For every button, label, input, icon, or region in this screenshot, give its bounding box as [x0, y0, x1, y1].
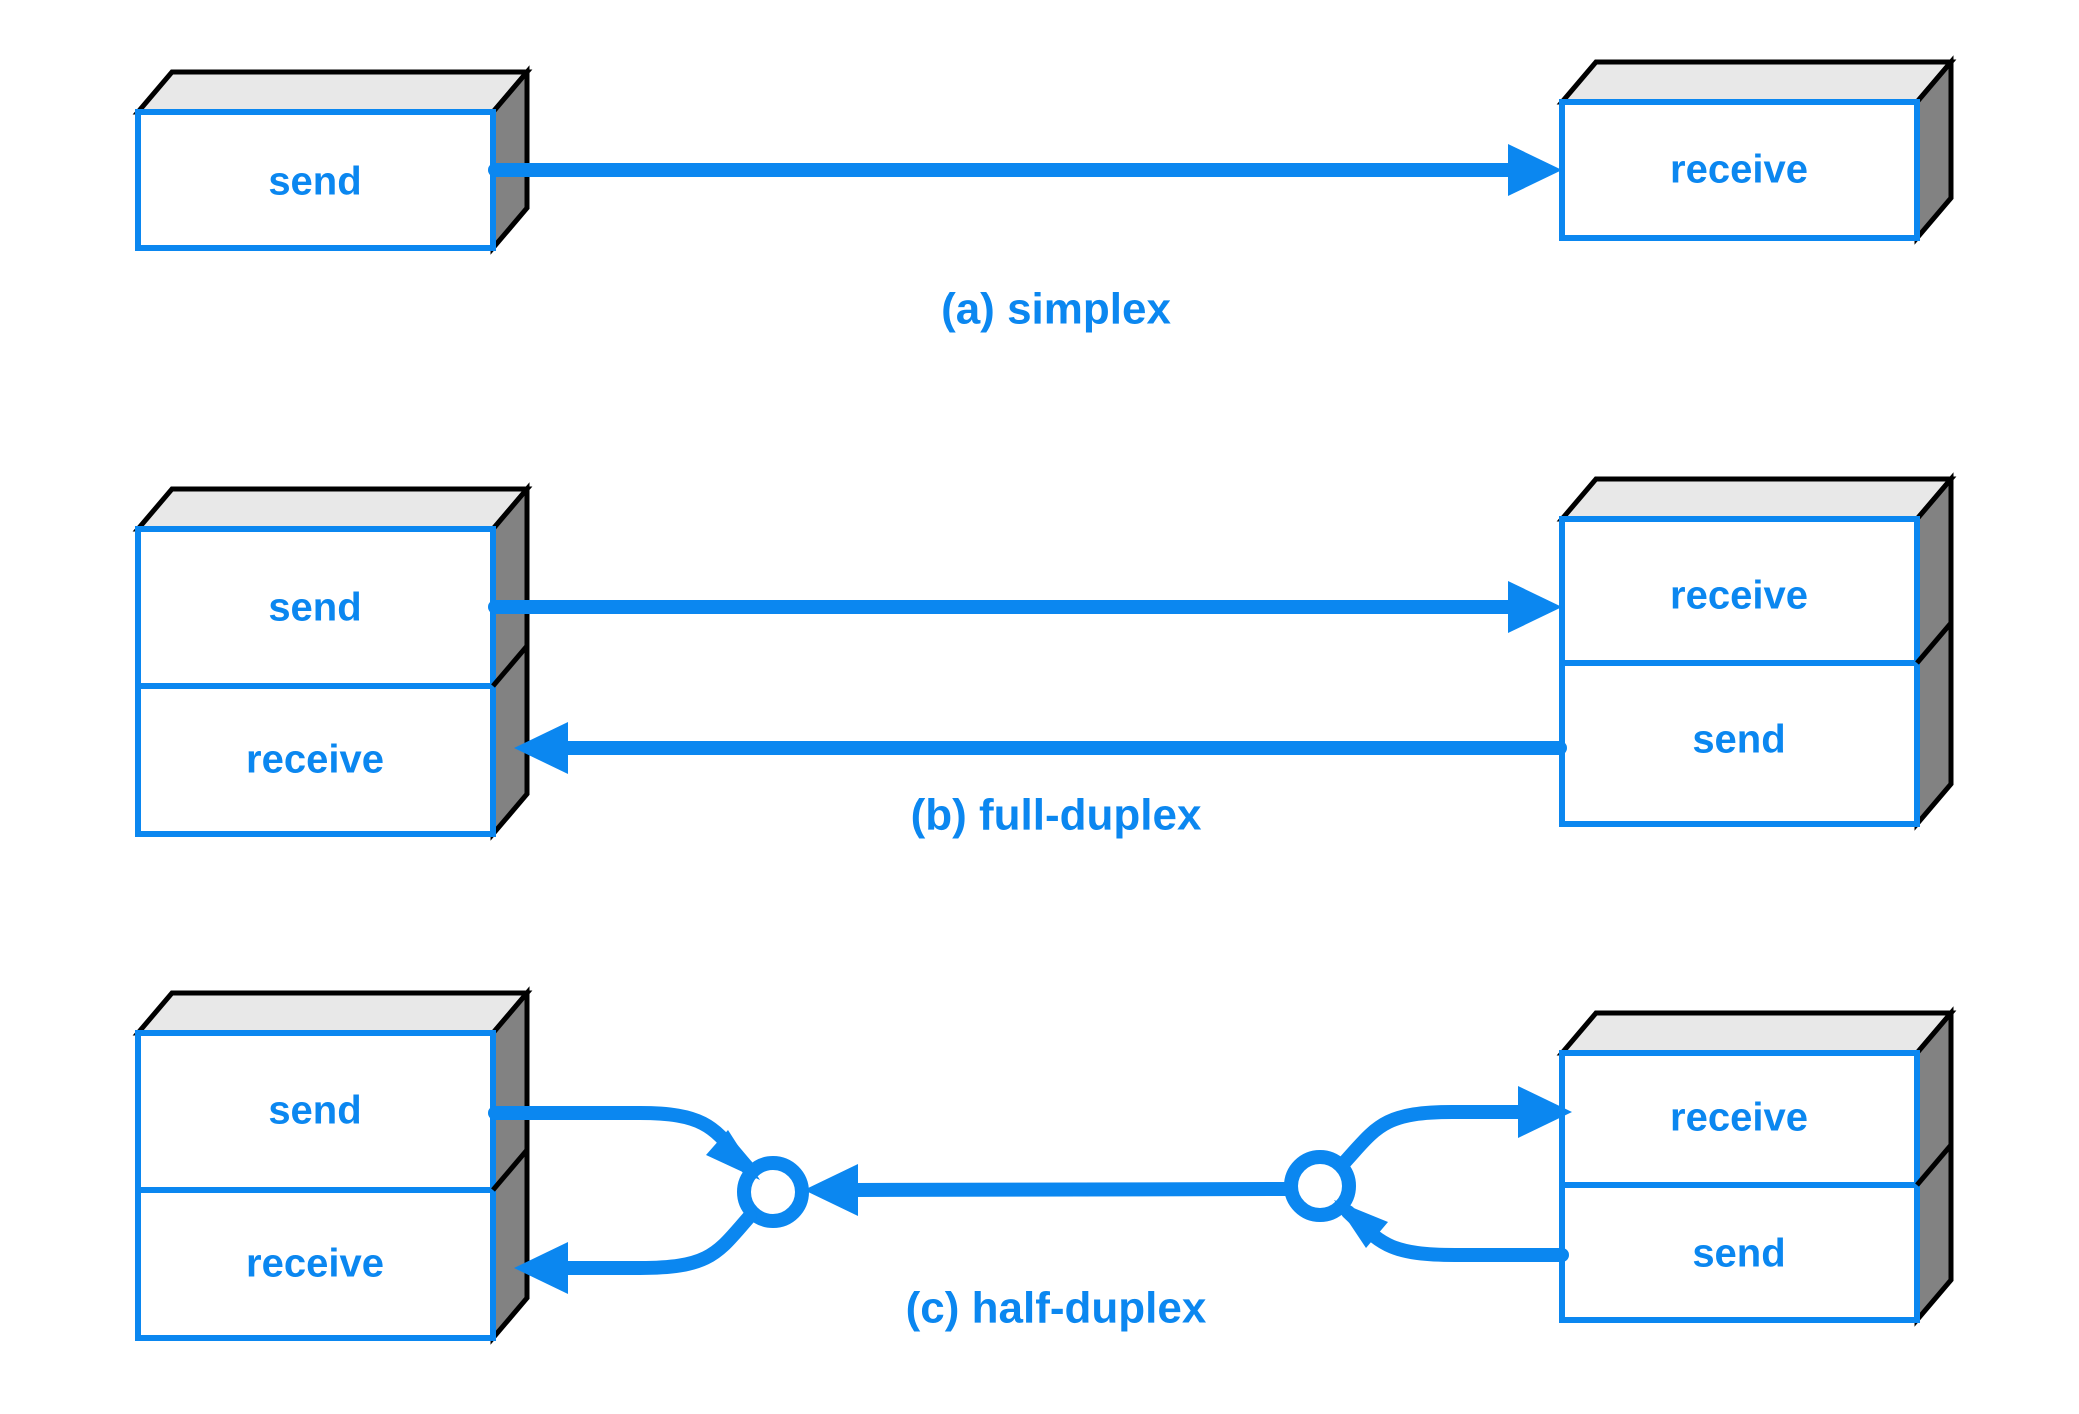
box-side-face — [490, 482, 530, 841]
link-junction-to-left-receive — [514, 1209, 757, 1294]
box-front-face — [135, 109, 496, 251]
arrow-head-icon — [1518, 1086, 1572, 1138]
box-top-face — [1556, 476, 1957, 522]
left-device-simplex[interactable]: send — [132, 65, 533, 255]
box-top-face — [132, 990, 533, 1036]
box-front-face — [135, 1030, 496, 1341]
compartment-divider-side — [491, 1148, 529, 1192]
arrow-head-icon — [514, 1242, 568, 1294]
arrow-head-icon — [804, 1164, 858, 1216]
caption-full-duplex: (b) full-duplex — [911, 791, 1202, 840]
right-device-half-duplex[interactable]: receive send — [1556, 1006, 1957, 1327]
box-top-face — [132, 69, 533, 115]
compartment-label-send: send — [1692, 718, 1785, 762]
link-shaft — [854, 1182, 1292, 1197]
box-top-face — [1556, 1010, 1957, 1056]
left-junction-node[interactable] — [737, 1156, 809, 1228]
left-device-full-duplex[interactable]: send receive — [132, 482, 533, 841]
box-front-face — [1559, 516, 1920, 827]
box-front-face — [135, 526, 496, 837]
box-front-face — [1559, 99, 1920, 241]
link-shaft — [1336, 1105, 1535, 1171]
link-right-send-to-junction — [1334, 1200, 1569, 1262]
link-right-junction-to-left-junction — [804, 1164, 1292, 1216]
panel-simplex: send receive (a) simplex — [132, 55, 1957, 334]
compartment-label-receive: receive — [1670, 1096, 1808, 1140]
compartment-divider-side — [1915, 621, 1953, 665]
caption-simplex: (a) simplex — [941, 285, 1171, 334]
right-device-full-duplex[interactable]: receive send — [1556, 472, 1957, 831]
compartment-label-receive: receive — [246, 738, 384, 782]
left-device-half-duplex[interactable]: send receive — [132, 986, 533, 1345]
arrow-head-icon — [1508, 581, 1562, 633]
arrow-head-icon — [1508, 144, 1562, 196]
link-shaft — [553, 1209, 757, 1275]
compartment-label-send: send — [268, 1089, 361, 1133]
link-right-send-to-left-receive — [514, 722, 1567, 774]
compartment-label-receive: receive — [246, 1242, 384, 1286]
link-left-send-to-right-receive — [488, 581, 1562, 633]
compartment-label-send: send — [268, 586, 361, 630]
panel-half-duplex: send receive receive send — [132, 986, 1957, 1345]
arrow-head-icon — [514, 722, 568, 774]
link-left-send-to-junction — [488, 1106, 760, 1180]
compartment-label-receive: receive — [1670, 148, 1808, 192]
compartment-divider-side — [491, 644, 529, 688]
panel-full-duplex: send receive receive send (b) full-duple… — [132, 472, 1957, 841]
box-side-face — [490, 986, 530, 1345]
arrow-head-icon — [1334, 1200, 1388, 1248]
link-shaft — [1341, 1205, 1569, 1262]
compartment-label-receive: receive — [1670, 574, 1808, 618]
link-send-to-receive — [488, 144, 1562, 196]
link-shaft — [488, 1106, 755, 1175]
link-right-junction-to-right-receive — [1336, 1086, 1572, 1171]
arrow-head-icon — [706, 1130, 760, 1180]
caption-half-duplex: (c) half-duplex — [906, 1284, 1207, 1333]
compartment-divider-side — [1915, 1143, 1953, 1187]
right-device-simplex[interactable]: receive — [1556, 55, 1957, 245]
compartment-label-send: send — [268, 160, 361, 204]
box-top-face — [1556, 59, 1957, 105]
box-side-face — [1914, 472, 1954, 831]
box-top-face — [132, 486, 533, 532]
compartment-label-send: send — [1692, 1232, 1785, 1276]
